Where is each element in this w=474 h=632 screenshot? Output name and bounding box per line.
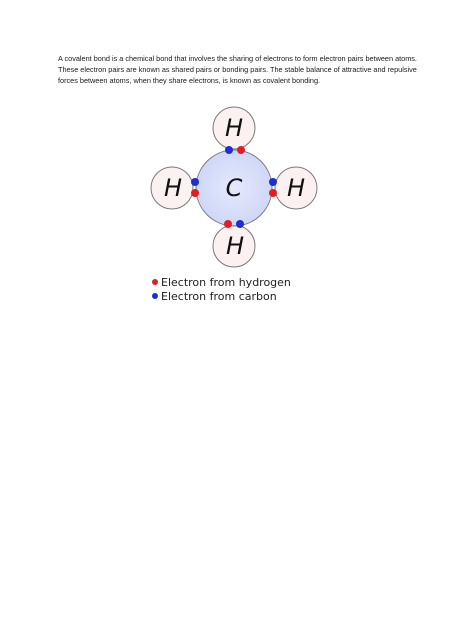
hydrogen-right-label: H: [287, 174, 305, 202]
hydrogen-electron-left: [191, 189, 199, 197]
diagram-svg: C H H H H: [150, 106, 318, 268]
carbon-atom: [195, 149, 273, 227]
hydrogen-right-atom: [274, 166, 318, 210]
hydrogen-electron-right: [269, 189, 277, 197]
legend: Electron from hydrogen Electron from car…: [152, 275, 352, 303]
hydrogen-electron-bottom: [224, 220, 232, 228]
hydrogen-electron-top: [237, 146, 245, 154]
carbon-electron-top: [225, 146, 233, 154]
carbon-label: C: [226, 174, 243, 202]
hydrogen-top-atom: [212, 106, 256, 150]
methane-covalent-bond-diagram: C H H H H: [140, 104, 340, 309]
hydrogen-top-label: H: [225, 114, 243, 142]
carbon-electron-bottom: [236, 220, 244, 228]
legend-item-carbon-electron: Electron from carbon: [152, 289, 352, 303]
legend-item-hydrogen-electron: Electron from hydrogen: [152, 275, 352, 289]
legend-label-hydrogen-electron: Electron from hydrogen: [161, 275, 291, 289]
carbon-electron-right: [269, 178, 277, 186]
blue-dot-icon: [152, 293, 158, 299]
legend-label-carbon-electron: Electron from carbon: [161, 289, 277, 303]
red-dot-icon: [152, 279, 158, 285]
covalent-bond-paragraph: A covalent bond is a chemical bond that …: [58, 54, 417, 86]
carbon-electron-left: [191, 178, 199, 186]
hydrogen-left-label: H: [164, 174, 182, 202]
hydrogen-bottom-label: H: [226, 232, 244, 260]
hydrogen-left-atom: [150, 166, 194, 210]
